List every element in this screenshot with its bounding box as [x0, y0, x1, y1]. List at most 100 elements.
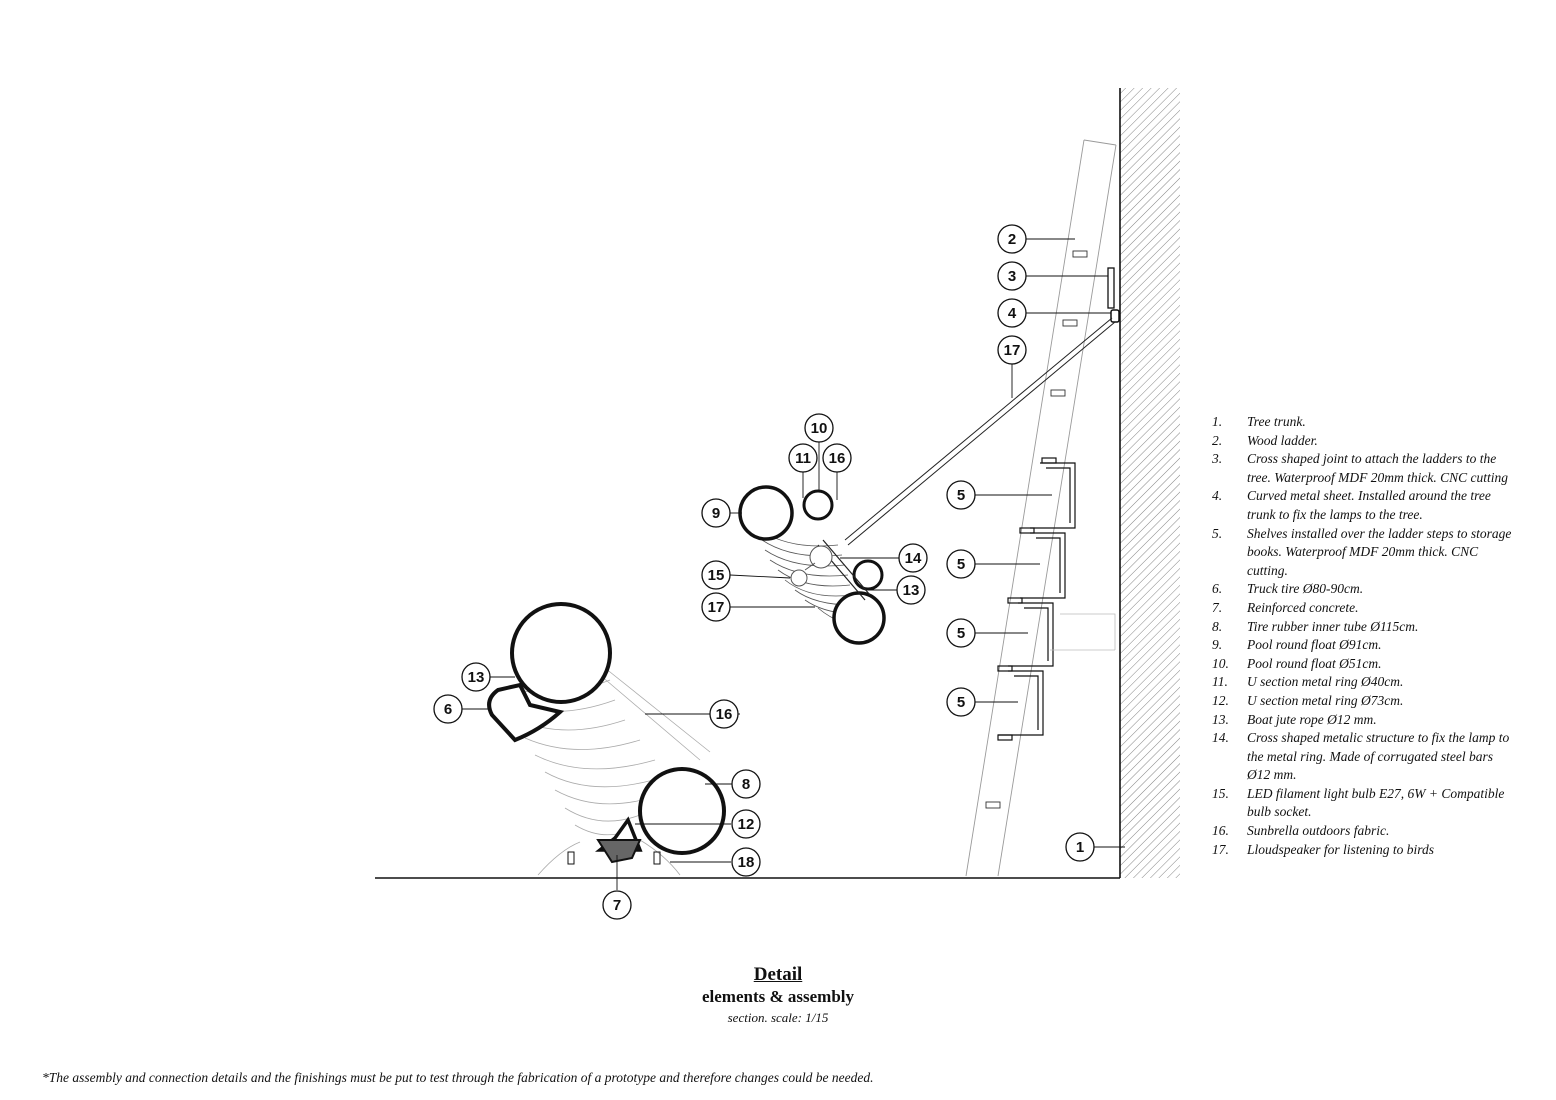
- legend-list: 1.Tree trunk. 2.Wood ladder. 3. Cross sha…: [1212, 413, 1512, 859]
- callout-13b: 13: [896, 575, 926, 605]
- upper-lamp: [738, 485, 886, 645]
- legend-number: 14.: [1212, 730, 1229, 746]
- legend-item: 17. Lloudspeaker for listening to birds: [1212, 841, 1512, 860]
- legend-item: 5. Shelves installed over the ladder step…: [1212, 525, 1512, 581]
- svg-text:17: 17: [708, 599, 725, 616]
- callout-5d: 5: [946, 687, 976, 717]
- legend-item: 7. Reinforced concrete.: [1212, 599, 1512, 618]
- legend-number: 1.: [1212, 414, 1223, 429]
- svg-text:4: 4: [1008, 305, 1017, 322]
- svg-text:5: 5: [957, 487, 965, 504]
- callout-15: 15: [701, 560, 731, 590]
- callout-10: 10: [804, 413, 834, 443]
- legend-number: 9.: [1212, 637, 1223, 653]
- callout-6: 6: [433, 694, 463, 724]
- legend-text: Boat jute rope Ø12 mm.: [1247, 711, 1377, 727]
- legend-text: Cross shaped metalic structure to fix th…: [1247, 730, 1510, 783]
- callout-5a: 5: [946, 480, 976, 510]
- svg-text:5: 5: [957, 556, 965, 573]
- lower-lamp: [487, 602, 726, 876]
- callout-9: 9: [701, 498, 731, 528]
- legend-item: 14. Cross shaped metalic structure to fix…: [1212, 729, 1512, 785]
- svg-text:5: 5: [957, 625, 965, 642]
- legend-number: 16.: [1212, 823, 1229, 839]
- callout-18: 18: [731, 847, 761, 877]
- legend-number: 12.: [1212, 692, 1229, 708]
- callout-13a: 13: [461, 662, 491, 692]
- svg-text:13: 13: [903, 582, 920, 599]
- legend-item: 3. Cross shaped joint to attach the ladde…: [1212, 450, 1512, 487]
- legend-number: 7.: [1212, 599, 1223, 615]
- legend-text: Pool round float Ø51cm.: [1247, 655, 1382, 671]
- drawing-subtitle: elements & assembly: [701, 987, 855, 1006]
- svg-text:6: 6: [444, 701, 452, 718]
- legend-text: U section metal ring Ø73cm.: [1247, 692, 1404, 708]
- legend-item: 12. U section metal ring Ø73cm.: [1212, 692, 1512, 711]
- svg-text:1: 1: [1076, 839, 1084, 856]
- callout-2: 2: [997, 224, 1027, 254]
- legend-text: Cross shaped joint to attach the ladders…: [1247, 451, 1508, 485]
- svg-text:5: 5: [957, 694, 965, 711]
- legend-text: Shelves installed over the ladder steps …: [1247, 525, 1512, 578]
- svg-text:2: 2: [1008, 231, 1016, 248]
- legend-item: 8.Tire rubber inner tube Ø115cm.: [1212, 618, 1512, 637]
- legend-number: 15.: [1212, 785, 1229, 801]
- svg-text:17: 17: [1004, 342, 1021, 359]
- svg-text:18: 18: [738, 854, 755, 871]
- callout-5b: 5: [946, 549, 976, 579]
- leader-lines: [462, 238, 1125, 890]
- legend-text: U section metal ring Ø40cm.: [1247, 674, 1404, 690]
- legend-number: 13.: [1212, 711, 1229, 727]
- svg-text:16: 16: [716, 706, 733, 723]
- title-block: Detail elements & assembly section. scal…: [578, 964, 978, 1028]
- legend-text: Sunbrella outdoors fabric.: [1247, 823, 1390, 839]
- callout-8: 8: [731, 769, 761, 799]
- shelves: [997, 457, 1076, 741]
- callout-17a: 17: [997, 335, 1027, 365]
- callout-16b: 16: [709, 699, 739, 729]
- svg-text:12: 12: [738, 816, 755, 833]
- legend-text: Curved metal sheet. Installed around the…: [1247, 488, 1491, 522]
- legend-text: Pool round float Ø91cm.: [1247, 637, 1382, 653]
- legend-number: 3.: [1212, 451, 1223, 467]
- callouts: 1 2 3 4 5 5 5 5 6 7 8 9 10 11 12 13 13 1…: [433, 224, 1095, 920]
- svg-text:7: 7: [613, 897, 621, 914]
- callout-1: 1: [1065, 832, 1095, 862]
- callout-3: 3: [997, 261, 1027, 291]
- legend-number: 11.: [1212, 674, 1228, 690]
- metal-sheet: [1110, 309, 1120, 323]
- svg-text:14: 14: [905, 550, 922, 567]
- callout-17b: 17: [701, 592, 731, 622]
- legend-text: Tire rubber inner tube Ø115cm.: [1247, 618, 1419, 634]
- speaker-cable: [844, 317, 1116, 546]
- legend-item: 15. LED filament light bulb E27, 6W + Com…: [1212, 785, 1512, 822]
- legend-text: Reinforced concrete.: [1247, 599, 1359, 615]
- legend-item: 1.Tree trunk.: [1212, 413, 1512, 432]
- legend-item: 10. Pool round float Ø51cm.: [1212, 655, 1512, 674]
- svg-text:10: 10: [811, 420, 828, 437]
- legend-number: 4.: [1212, 488, 1223, 504]
- shelf-outline: [1050, 613, 1116, 651]
- legend-text: Lloudspeaker for listening to birds: [1247, 841, 1435, 857]
- callout-12: 12: [731, 809, 761, 839]
- legend-text: LED filament light bulb E27, 6W + Compat…: [1247, 785, 1505, 820]
- legend-number: 10.: [1212, 655, 1229, 671]
- svg-text:8: 8: [742, 776, 750, 793]
- callout-5c: 5: [946, 618, 976, 648]
- wood-ladder: [965, 139, 1117, 877]
- callout-16a: 16: [822, 443, 852, 473]
- legend-number: 6.: [1212, 581, 1223, 597]
- legend-item: 2.Wood ladder.: [1212, 432, 1512, 451]
- legend-number: 17.: [1212, 841, 1229, 857]
- callout-11: 11: [788, 443, 818, 473]
- svg-text:11: 11: [795, 450, 811, 467]
- drawing-title: Detail: [753, 964, 803, 985]
- tree-trunk: [1119, 88, 1180, 878]
- drawing-scale: section. scale: 1/15: [727, 1010, 829, 1025]
- legend-item: 13. Boat jute rope Ø12 mm.: [1212, 711, 1512, 730]
- callout-4: 4: [997, 298, 1027, 328]
- legend-text: Truck tire Ø80-90cm.: [1247, 581, 1364, 597]
- legend-number: 5.: [1212, 525, 1223, 541]
- cross-joint: [1107, 267, 1115, 309]
